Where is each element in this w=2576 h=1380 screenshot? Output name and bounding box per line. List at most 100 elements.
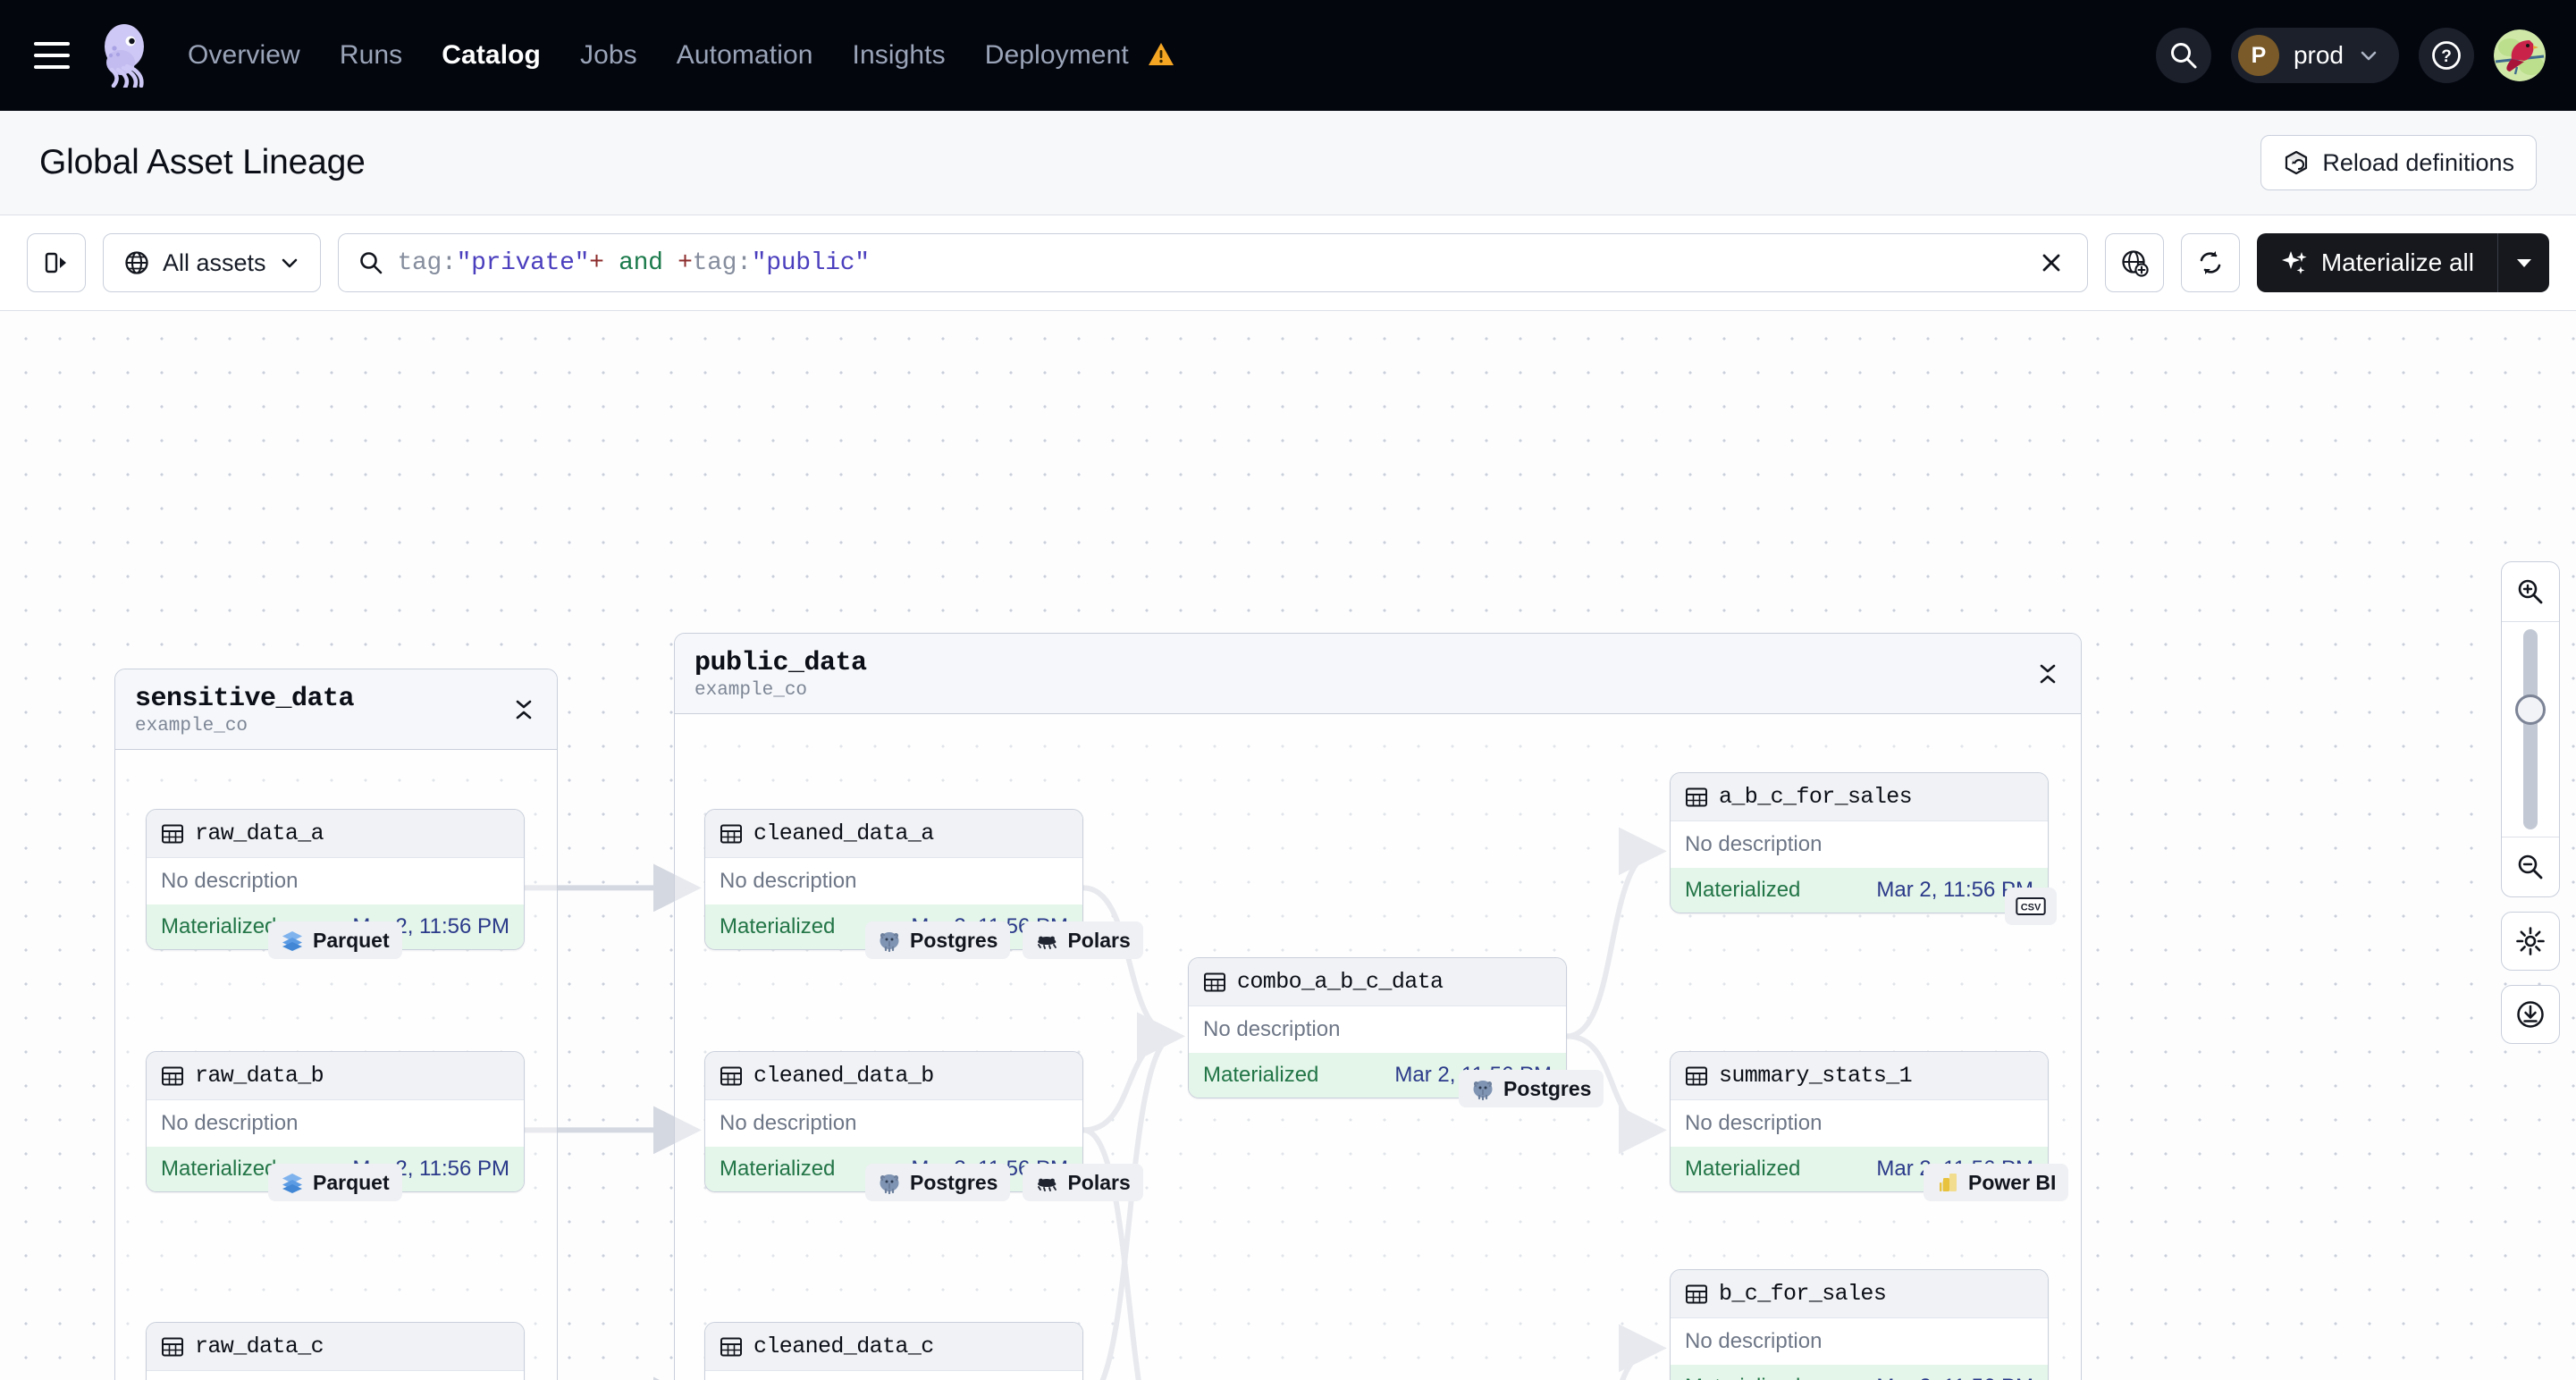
nav-link-deployment-label: Deployment bbox=[984, 40, 1129, 70]
asset-tag-postgres[interactable]: Postgres bbox=[865, 921, 1011, 959]
parquet-icon bbox=[282, 1174, 302, 1193]
asset-tag-polars[interactable]: Polars bbox=[1023, 1164, 1143, 1201]
asset-node-name: combo_a_b_c_data bbox=[1237, 969, 1444, 995]
page-title: Global Asset Lineage bbox=[39, 143, 366, 181]
asset-tag-label: Parquet bbox=[313, 1170, 390, 1194]
asset-node[interactable]: raw_data_cNo descriptionMaterializedMar … bbox=[146, 1322, 525, 1380]
warning-triangle-icon bbox=[1149, 43, 1174, 65]
asset-tag-parquet[interactable]: Parquet bbox=[268, 1164, 402, 1201]
asset-node-description: No description bbox=[147, 858, 524, 905]
table-icon bbox=[162, 1066, 183, 1085]
asset-node-description: No description bbox=[147, 1371, 524, 1380]
dagster-logo[interactable] bbox=[95, 23, 156, 90]
collapse-icon[interactable] bbox=[510, 696, 537, 723]
panel-expand-icon[interactable] bbox=[27, 233, 86, 292]
nav-link-jobs[interactable]: Jobs bbox=[579, 40, 637, 70]
environment-name: prod bbox=[2293, 41, 2344, 69]
search-icon bbox=[359, 252, 382, 274]
svg-text:CSV: CSV bbox=[2021, 902, 2041, 913]
zoom-in-icon[interactable] bbox=[2501, 562, 2560, 621]
asset-tag-postgres[interactable]: Postgres bbox=[1459, 1070, 1604, 1107]
zoom-slider[interactable] bbox=[2515, 622, 2546, 837]
asset-node-tags: Power BI bbox=[1924, 1164, 2069, 1201]
asset-node-header: cleaned_data_a bbox=[705, 810, 1082, 858]
asset-node-status-label: Materialized bbox=[1685, 1375, 1800, 1380]
environment-selector[interactable]: P prod bbox=[2230, 28, 2399, 83]
asset-node-header: cleaned_data_b bbox=[705, 1052, 1082, 1100]
asset-tag-power-bi[interactable]: Power BI bbox=[1924, 1164, 2069, 1201]
table-icon bbox=[1686, 787, 1707, 806]
asset-group-code-location: example_co bbox=[135, 716, 248, 736]
download-icon[interactable] bbox=[2501, 985, 2560, 1044]
asset-tag-csv[interactable]: CSV bbox=[2005, 888, 2057, 925]
search-query-text: tag:"private"+ and +tag:"public" bbox=[397, 248, 870, 277]
powerbi-icon bbox=[1940, 1174, 1957, 1191]
collapse-icon[interactable] bbox=[2034, 661, 2061, 687]
asset-group-name: sensitive_data bbox=[135, 684, 355, 714]
reload-box-icon bbox=[2286, 150, 2308, 175]
globe-plus-icon[interactable] bbox=[2104, 233, 2164, 292]
postgres-icon bbox=[1473, 1081, 1493, 1100]
asset-node-name: raw_data_c bbox=[195, 1334, 324, 1359]
asset-node-name: cleaned_data_c bbox=[753, 1334, 934, 1359]
asset-node-name: summary_stats_1 bbox=[1719, 1063, 1913, 1089]
postgres-icon bbox=[880, 1174, 899, 1194]
help-circle-icon[interactable]: ? bbox=[2419, 28, 2474, 83]
asset-tag-label: Power BI bbox=[1968, 1170, 2057, 1194]
asset-group-code-location: example_co bbox=[695, 680, 808, 701]
asset-node-description: No description bbox=[147, 1100, 524, 1147]
hamburger-menu-icon[interactable] bbox=[34, 42, 70, 69]
asset-node-header: a_b_c_for_sales bbox=[1671, 773, 2048, 821]
asset-node[interactable]: cleaned_data_cNo descriptionMaterialized… bbox=[704, 1322, 1083, 1380]
table-icon bbox=[720, 1066, 742, 1085]
reload-definitions-button[interactable]: Reload definitions bbox=[2260, 135, 2537, 190]
polars-icon bbox=[1038, 1178, 1057, 1191]
asset-tag-polars[interactable]: Polars bbox=[1023, 921, 1143, 959]
nav-link-insights[interactable]: Insights bbox=[852, 40, 946, 70]
zoom-out-icon[interactable] bbox=[2501, 837, 2560, 896]
nav-link-overview[interactable]: Overview bbox=[188, 40, 300, 70]
asset-node-tags: Parquet bbox=[268, 1164, 402, 1201]
nav-link-automation[interactable]: Automation bbox=[676, 40, 813, 70]
asset-tag-postgres[interactable]: Postgres bbox=[865, 1164, 1011, 1201]
asset-group-name: public_data bbox=[695, 648, 867, 678]
reload-definitions-label: Reload definitions bbox=[2322, 148, 2514, 176]
asset-scope-selector[interactable]: All assets bbox=[103, 233, 321, 292]
zoom-slider-handle[interactable] bbox=[2515, 694, 2546, 726]
user-avatar[interactable] bbox=[2494, 29, 2546, 81]
global-search-icon[interactable] bbox=[2155, 28, 2211, 83]
asset-node-header: raw_data_a bbox=[147, 810, 524, 858]
materialize-dropdown-caret[interactable] bbox=[2497, 233, 2549, 292]
asset-tag-parquet[interactable]: Parquet bbox=[268, 921, 402, 959]
nav-link-deployment[interactable]: Deployment bbox=[985, 40, 1175, 71]
asset-search-input[interactable]: tag:"private"+ and +tag:"public" bbox=[337, 233, 2088, 292]
refresh-icon[interactable] bbox=[2180, 233, 2240, 292]
table-icon bbox=[162, 1337, 183, 1356]
svg-text:?: ? bbox=[2441, 47, 2452, 66]
asset-tag-label: Postgres bbox=[1503, 1076, 1592, 1100]
asset-node-header: b_c_for_sales bbox=[1671, 1270, 2048, 1318]
gear-icon[interactable] bbox=[2501, 912, 2560, 971]
clear-search-icon[interactable] bbox=[2028, 240, 2075, 286]
nav-link-runs[interactable]: Runs bbox=[339, 40, 403, 70]
asset-node-status-label: Materialized bbox=[161, 1157, 277, 1181]
table-icon bbox=[720, 1337, 742, 1356]
asset-node-name: a_b_c_for_sales bbox=[1719, 784, 1913, 810]
postgres-icon bbox=[880, 932, 899, 952]
asset-node-description: No description bbox=[1671, 821, 2048, 868]
asset-tag-label: Postgres bbox=[910, 928, 998, 952]
asset-node-tags: Postgres bbox=[1459, 1070, 1604, 1107]
asset-node-name: cleaned_data_a bbox=[753, 820, 934, 846]
materialize-all-button[interactable]: Materialize all bbox=[2256, 233, 2549, 292]
asset-node-name: b_c_for_sales bbox=[1719, 1281, 1887, 1307]
nav-link-catalog[interactable]: Catalog bbox=[442, 40, 541, 70]
